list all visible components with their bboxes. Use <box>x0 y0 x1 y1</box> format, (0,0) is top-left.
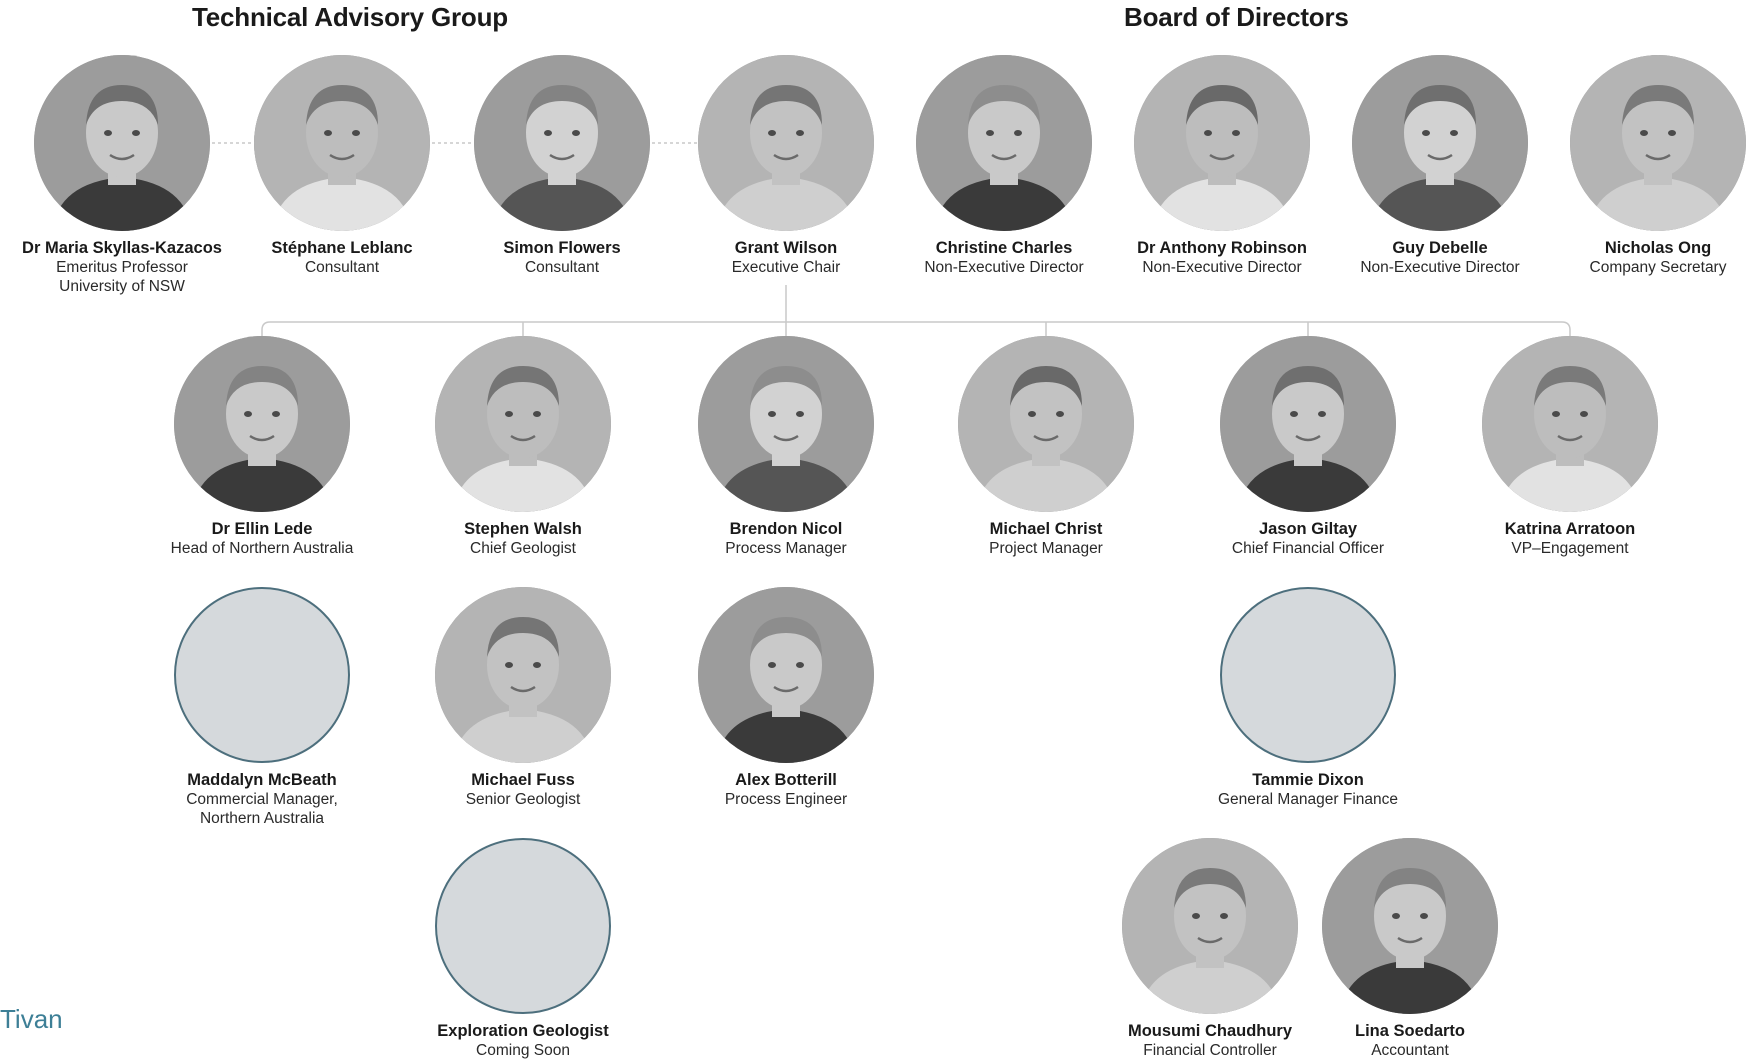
person-name: Exploration Geologist <box>437 1022 609 1040</box>
person-role: Consultant <box>524 259 600 276</box>
profile-photo <box>1352 55 1528 231</box>
person-name: Simon Flowers <box>503 239 621 257</box>
person-name: Michael Fuss <box>471 771 575 789</box>
photo-placeholder <box>435 838 611 1014</box>
person-name: Stephen Walsh <box>464 520 582 538</box>
person-name: Nicholas Ong <box>1604 239 1712 257</box>
person-role: Non-Executive Director <box>1360 259 1520 276</box>
profile-photo <box>174 336 350 512</box>
profile-photo <box>435 336 611 512</box>
person-role: Company Secretary <box>1589 259 1727 276</box>
person-role: Process Manager <box>725 540 847 557</box>
person-name: Katrina Arratoon <box>1504 520 1636 538</box>
person-role: Project Manager <box>989 540 1103 557</box>
person-name: Brendon Nicol <box>729 520 843 538</box>
person-role: Chief Financial Officer <box>1231 540 1385 557</box>
profile-photo <box>1134 55 1310 231</box>
person-role: General Manager Finance <box>1217 791 1399 808</box>
person-role: Accountant <box>1371 1042 1449 1059</box>
person-name: Maddalyn McBeath <box>187 771 337 789</box>
person-role: Non-Executive Director <box>1142 259 1302 276</box>
profile-photo <box>1482 336 1658 512</box>
brand-logo-text: Tivan <box>0 1004 63 1034</box>
person-role: Executive Chair <box>731 259 841 276</box>
person-role: Commercial Manager, Northern Australia <box>186 791 338 827</box>
profile-photo <box>698 55 874 231</box>
person-name: Michael Christ <box>989 520 1103 538</box>
technical-advisory-group-heading: Technical Advisory Group <box>192 2 508 32</box>
profile-photo <box>435 587 611 763</box>
person-role: Coming Soon <box>476 1042 570 1059</box>
profile-photo <box>958 336 1134 512</box>
person-role: Process Engineer <box>724 791 848 808</box>
person-role: Head of Northern Australia <box>170 540 354 557</box>
person-role: Consultant <box>304 259 380 276</box>
person-name: Mousumi Chaudhury <box>1127 1022 1293 1040</box>
person-name: Grant Wilson <box>734 239 838 257</box>
person-name: Dr Anthony Robinson <box>1137 239 1307 257</box>
person-name: Alex Botterill <box>735 771 837 789</box>
person-role: VP–Engagement <box>1511 540 1629 557</box>
person-name: Dr Maria Skyllas-Kazacos <box>22 239 222 257</box>
profile-photo <box>254 55 430 231</box>
person-role: Senior Geologist <box>465 791 581 808</box>
profile-photo <box>698 587 874 763</box>
person-role: Non-Executive Director <box>924 259 1084 276</box>
photo-placeholder <box>174 587 350 763</box>
person-role: Emeritus Professor University of NSW <box>56 259 188 295</box>
person-name: Lina Soedarto <box>1354 1022 1465 1040</box>
person-role: Financial Controller <box>1143 1042 1277 1059</box>
board-of-directors-heading: Board of Directors <box>1124 2 1349 32</box>
profile-photo <box>474 55 650 231</box>
person-name: Christine Charles <box>935 239 1073 257</box>
person-name: Guy Debelle <box>1392 239 1488 257</box>
profile-photo <box>916 55 1092 231</box>
person-role: Chief Geologist <box>470 540 576 557</box>
profile-photo <box>1220 336 1396 512</box>
profile-photo <box>34 55 210 231</box>
person-name: Dr Ellin Lede <box>211 520 313 538</box>
person-name: Tammie Dixon <box>1252 771 1364 789</box>
profile-photo <box>1122 838 1298 1014</box>
management-bar <box>261 321 1571 336</box>
person-name: Stéphane Leblanc <box>271 239 413 257</box>
profile-photo <box>698 336 874 512</box>
profile-photo <box>1322 838 1498 1014</box>
person-name: Jason Giltay <box>1258 520 1358 538</box>
profile-photo <box>1570 55 1746 231</box>
photo-placeholder <box>1220 587 1396 763</box>
